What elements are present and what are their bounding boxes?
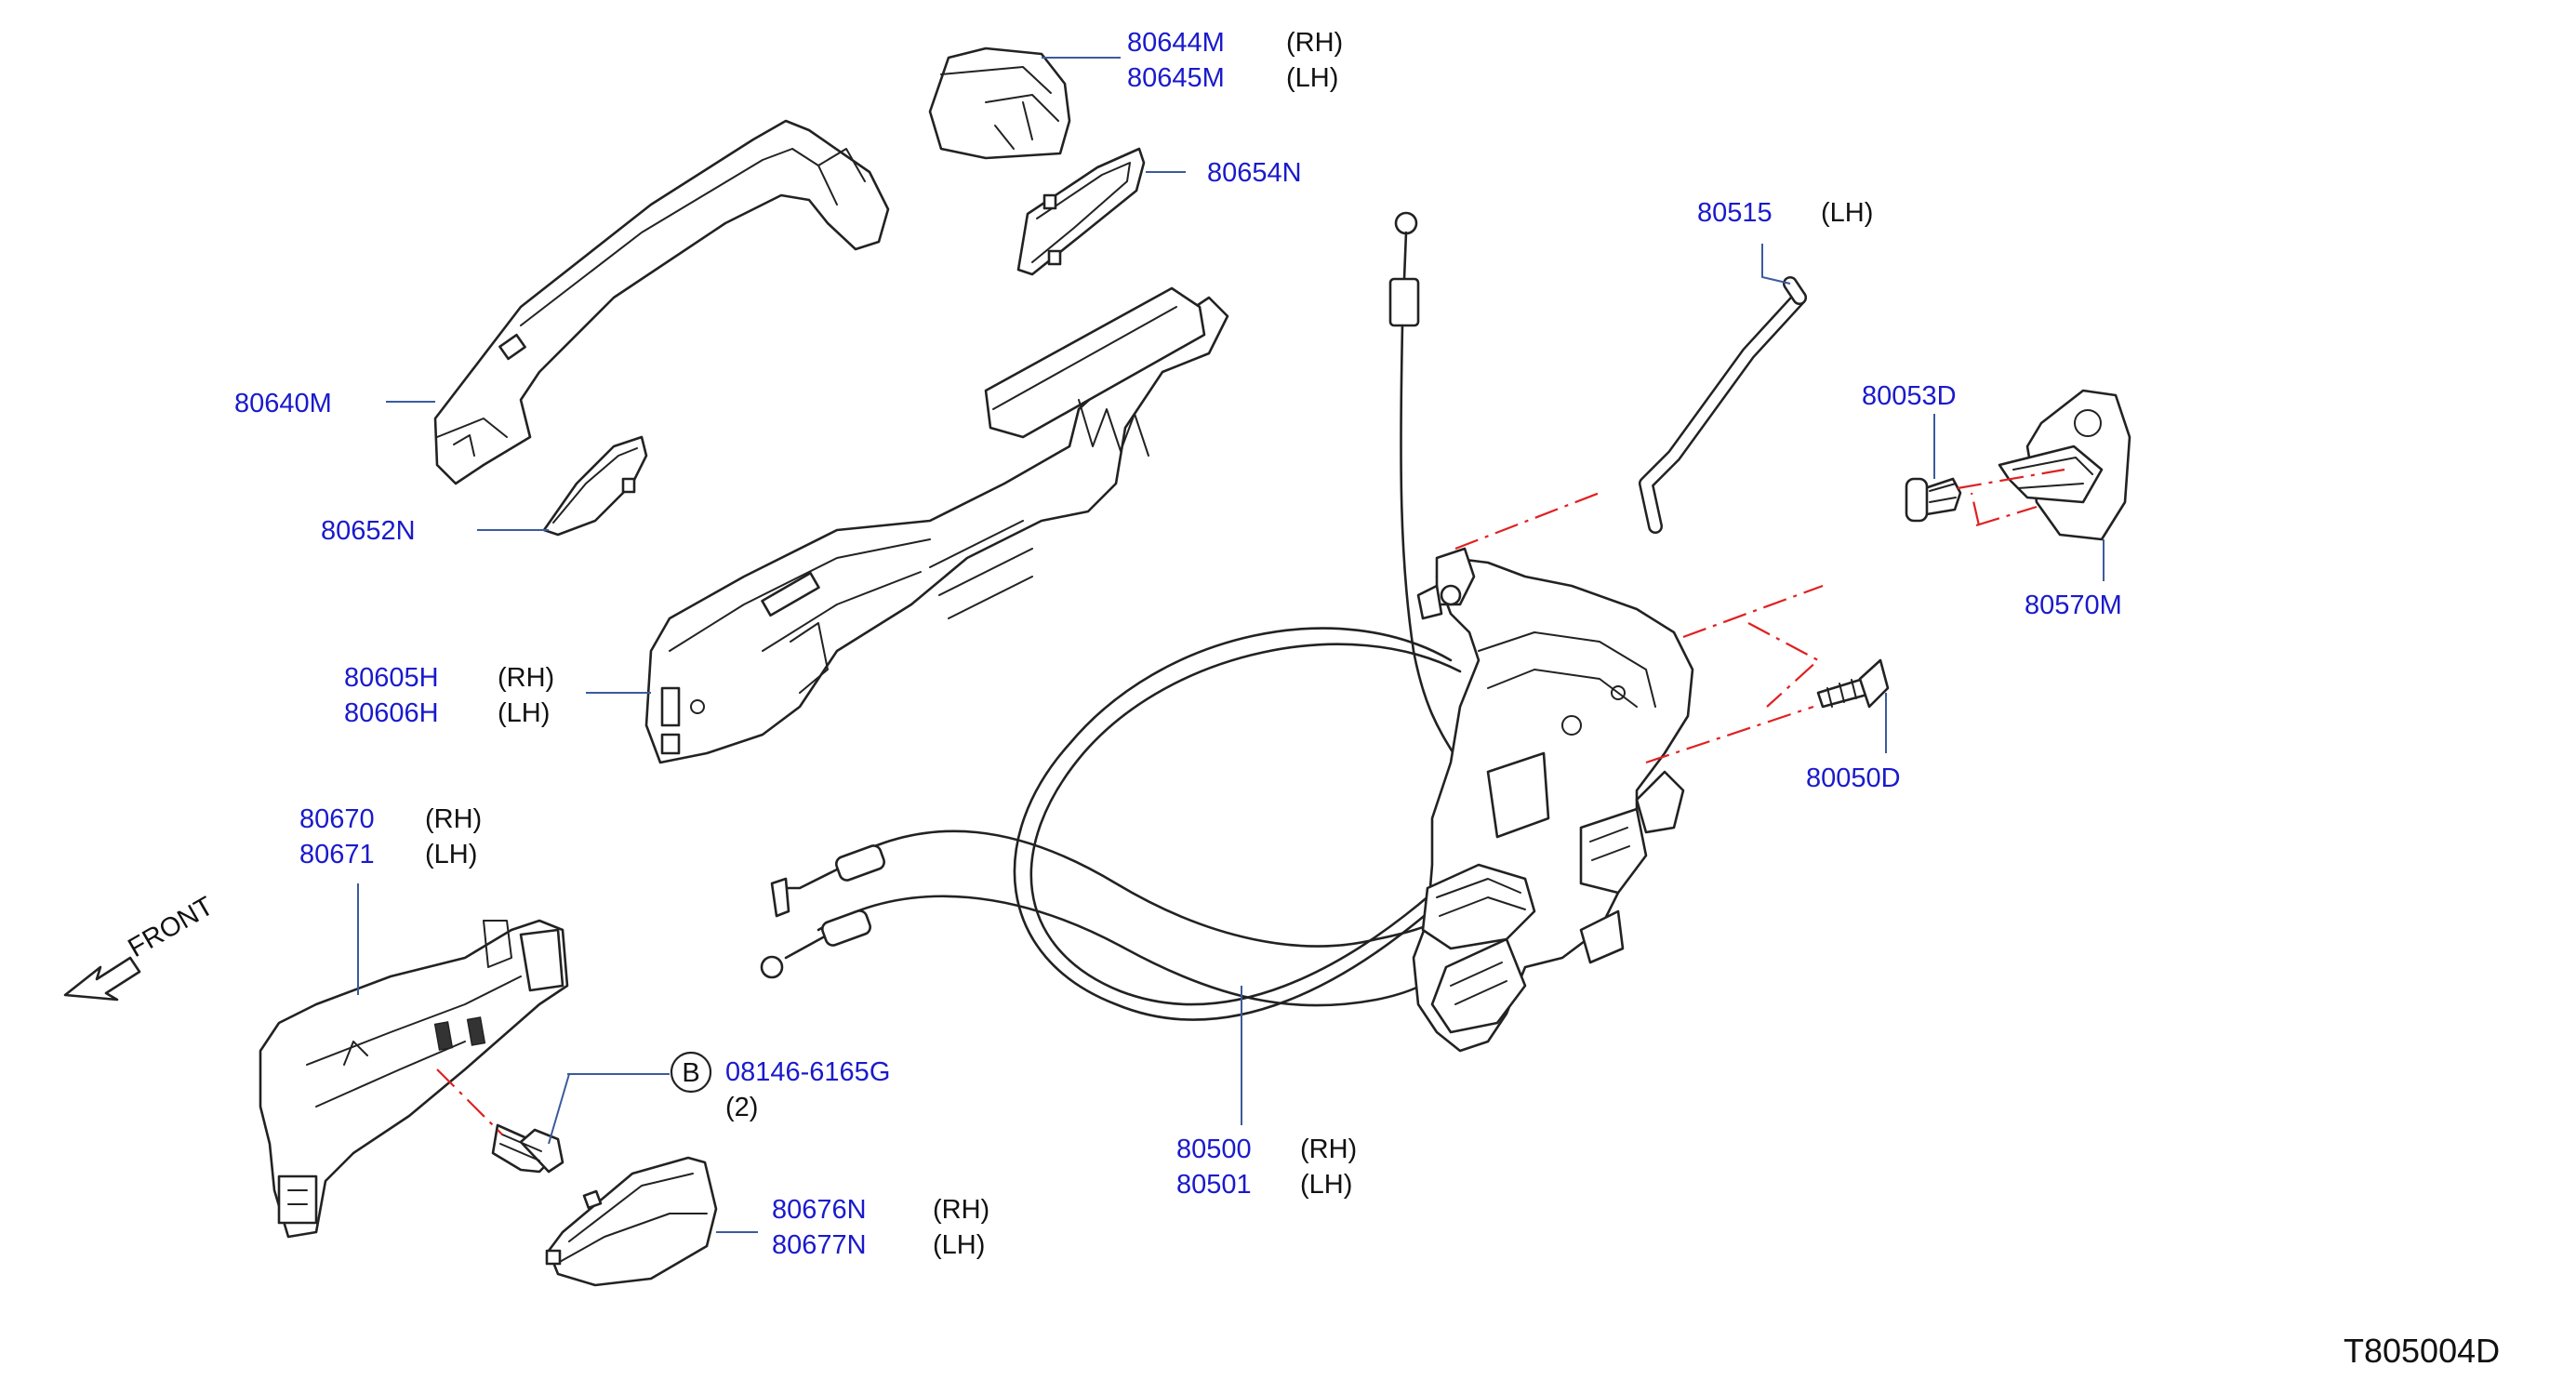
bolt-08146-part xyxy=(491,1123,564,1174)
lock-rod-part xyxy=(1639,276,1807,534)
door-lock-actuator-part xyxy=(1412,547,1694,1053)
label-80501: 80501 xyxy=(1176,1170,1252,1200)
striker-plate-part xyxy=(1998,389,2131,541)
door-lock-cables-part xyxy=(760,211,1471,1021)
label-80652N: 80652N xyxy=(321,516,416,546)
label-80605H: 80605H xyxy=(344,663,439,693)
label-80053D: 80053D xyxy=(1862,381,1957,411)
label-80671: 80671 xyxy=(299,840,375,869)
label-80606H: 80606H xyxy=(344,698,439,728)
front-label: FRONT xyxy=(124,891,219,963)
screw-80050D-part xyxy=(1816,658,1890,709)
alignment-lines xyxy=(436,468,2065,1135)
label-80500: 80500 xyxy=(1176,1135,1252,1164)
label-80515: 80515 xyxy=(1697,198,1773,228)
part-number-labels: 80644M (RH) 80645M (LH) 80654N 80640M 80… xyxy=(234,28,2500,1370)
label-80654N: 80654N xyxy=(1207,158,1302,188)
label-80644M: 80644M xyxy=(1127,28,1225,58)
front-direction-arrow: FRONT xyxy=(63,891,219,1002)
label-80605H-side: (RH) xyxy=(498,663,554,693)
bolt-callout-circle xyxy=(670,1051,712,1094)
escutcheon-part xyxy=(545,1156,718,1287)
label-80676N-side: (RH) xyxy=(933,1195,989,1225)
label-80501-side: (LH) xyxy=(1300,1170,1352,1200)
screw-80053D-part xyxy=(1905,477,1962,523)
label-80640M: 80640M xyxy=(234,389,332,418)
outside-handle-grip-part xyxy=(433,119,890,485)
label-80500-side: (RH) xyxy=(1300,1135,1357,1164)
handle-cap-part xyxy=(928,46,1071,160)
label-80050D: 80050D xyxy=(1806,763,1901,793)
label-80670: 80670 xyxy=(299,804,375,834)
label-80606H-side: (LH) xyxy=(498,698,550,728)
label-80677N-side: (LH) xyxy=(933,1230,985,1260)
label-80677N: 80677N xyxy=(772,1230,867,1260)
gasket-rear-part xyxy=(1016,147,1146,276)
label-80671-side: (LH) xyxy=(425,840,477,869)
handle-bracket-part xyxy=(644,286,1229,764)
label-80644M-side: (RH) xyxy=(1286,28,1343,58)
inside-handle-part xyxy=(259,919,569,1239)
gasket-front-part xyxy=(542,435,648,537)
label-08146-qty: (2) xyxy=(725,1093,758,1122)
label-08146-6165G: 08146-6165G xyxy=(725,1057,890,1087)
label-80645M: 80645M xyxy=(1127,63,1225,93)
label-80645M-side: (LH) xyxy=(1286,63,1338,93)
label-80676N: 80676N xyxy=(772,1195,867,1225)
label-80670-side: (RH) xyxy=(425,804,482,834)
diagram-reference-code: T805004D xyxy=(2344,1332,2500,1370)
bolt-callout-letter: B xyxy=(682,1058,699,1088)
leader-lines xyxy=(357,57,2105,1233)
label-80570M: 80570M xyxy=(2025,590,2122,620)
label-80515-side: (LH) xyxy=(1821,198,1873,228)
